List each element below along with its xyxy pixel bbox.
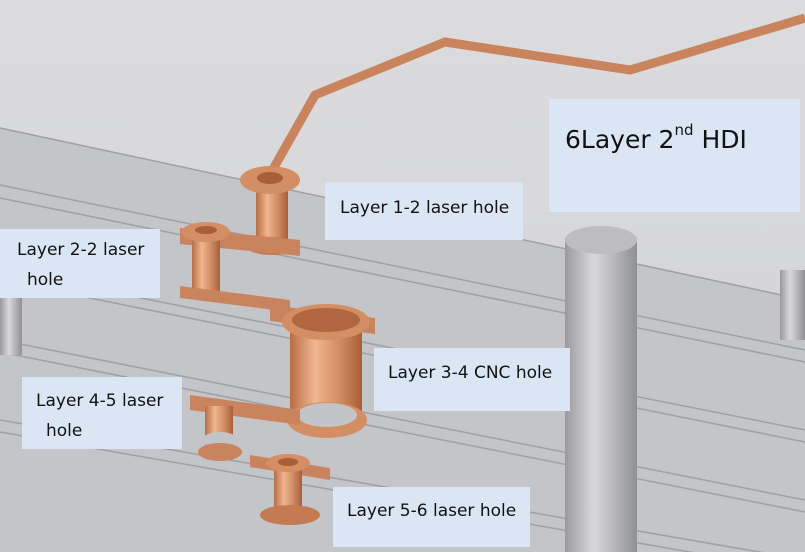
label-layer-2-2-laser-hole: Layer 2-2 laser hole [0, 229, 160, 298]
label-text: Layer 1-2 laser hole [340, 198, 510, 218]
label-text: Layer 3-4 CNC hole [388, 363, 553, 383]
label-layer-3-4-cnc-hole: Layer 3-4 CNC hole [374, 348, 570, 411]
label-text-line2: hole [46, 421, 83, 441]
via-layer-2-2 [180, 222, 300, 312]
label-text: Layer 5-6 laser hole [347, 501, 517, 521]
title-main: 6Layer 2 [565, 125, 675, 154]
copper-trace [264, 13, 805, 181]
diagram-title: 6Layer 2nd HDI [549, 99, 800, 212]
pillar-stub-right [780, 270, 805, 340]
via-layer-4-5 [190, 395, 300, 461]
title-superscript: nd [674, 121, 694, 139]
label-layer-4-5-laser-hole: Layer 4-5 laser hole [22, 377, 182, 449]
label-text-line2: hole [27, 270, 64, 290]
label-text-line1: Layer 4-5 laser [36, 391, 164, 411]
via-layer-5-6 [250, 454, 330, 525]
label-layer-1-2-laser-hole: Layer 1-2 laser hole [325, 182, 523, 240]
pillar-stub-left [0, 295, 22, 355]
label-text-line1: Layer 2-2 laser [17, 240, 145, 260]
label-layer-5-6-laser-hole: Layer 5-6 laser hole [333, 487, 530, 547]
title-suffix: HDI [693, 125, 747, 154]
through-hole-pillar [565, 226, 637, 552]
via-layer-3-4 [270, 304, 375, 438]
